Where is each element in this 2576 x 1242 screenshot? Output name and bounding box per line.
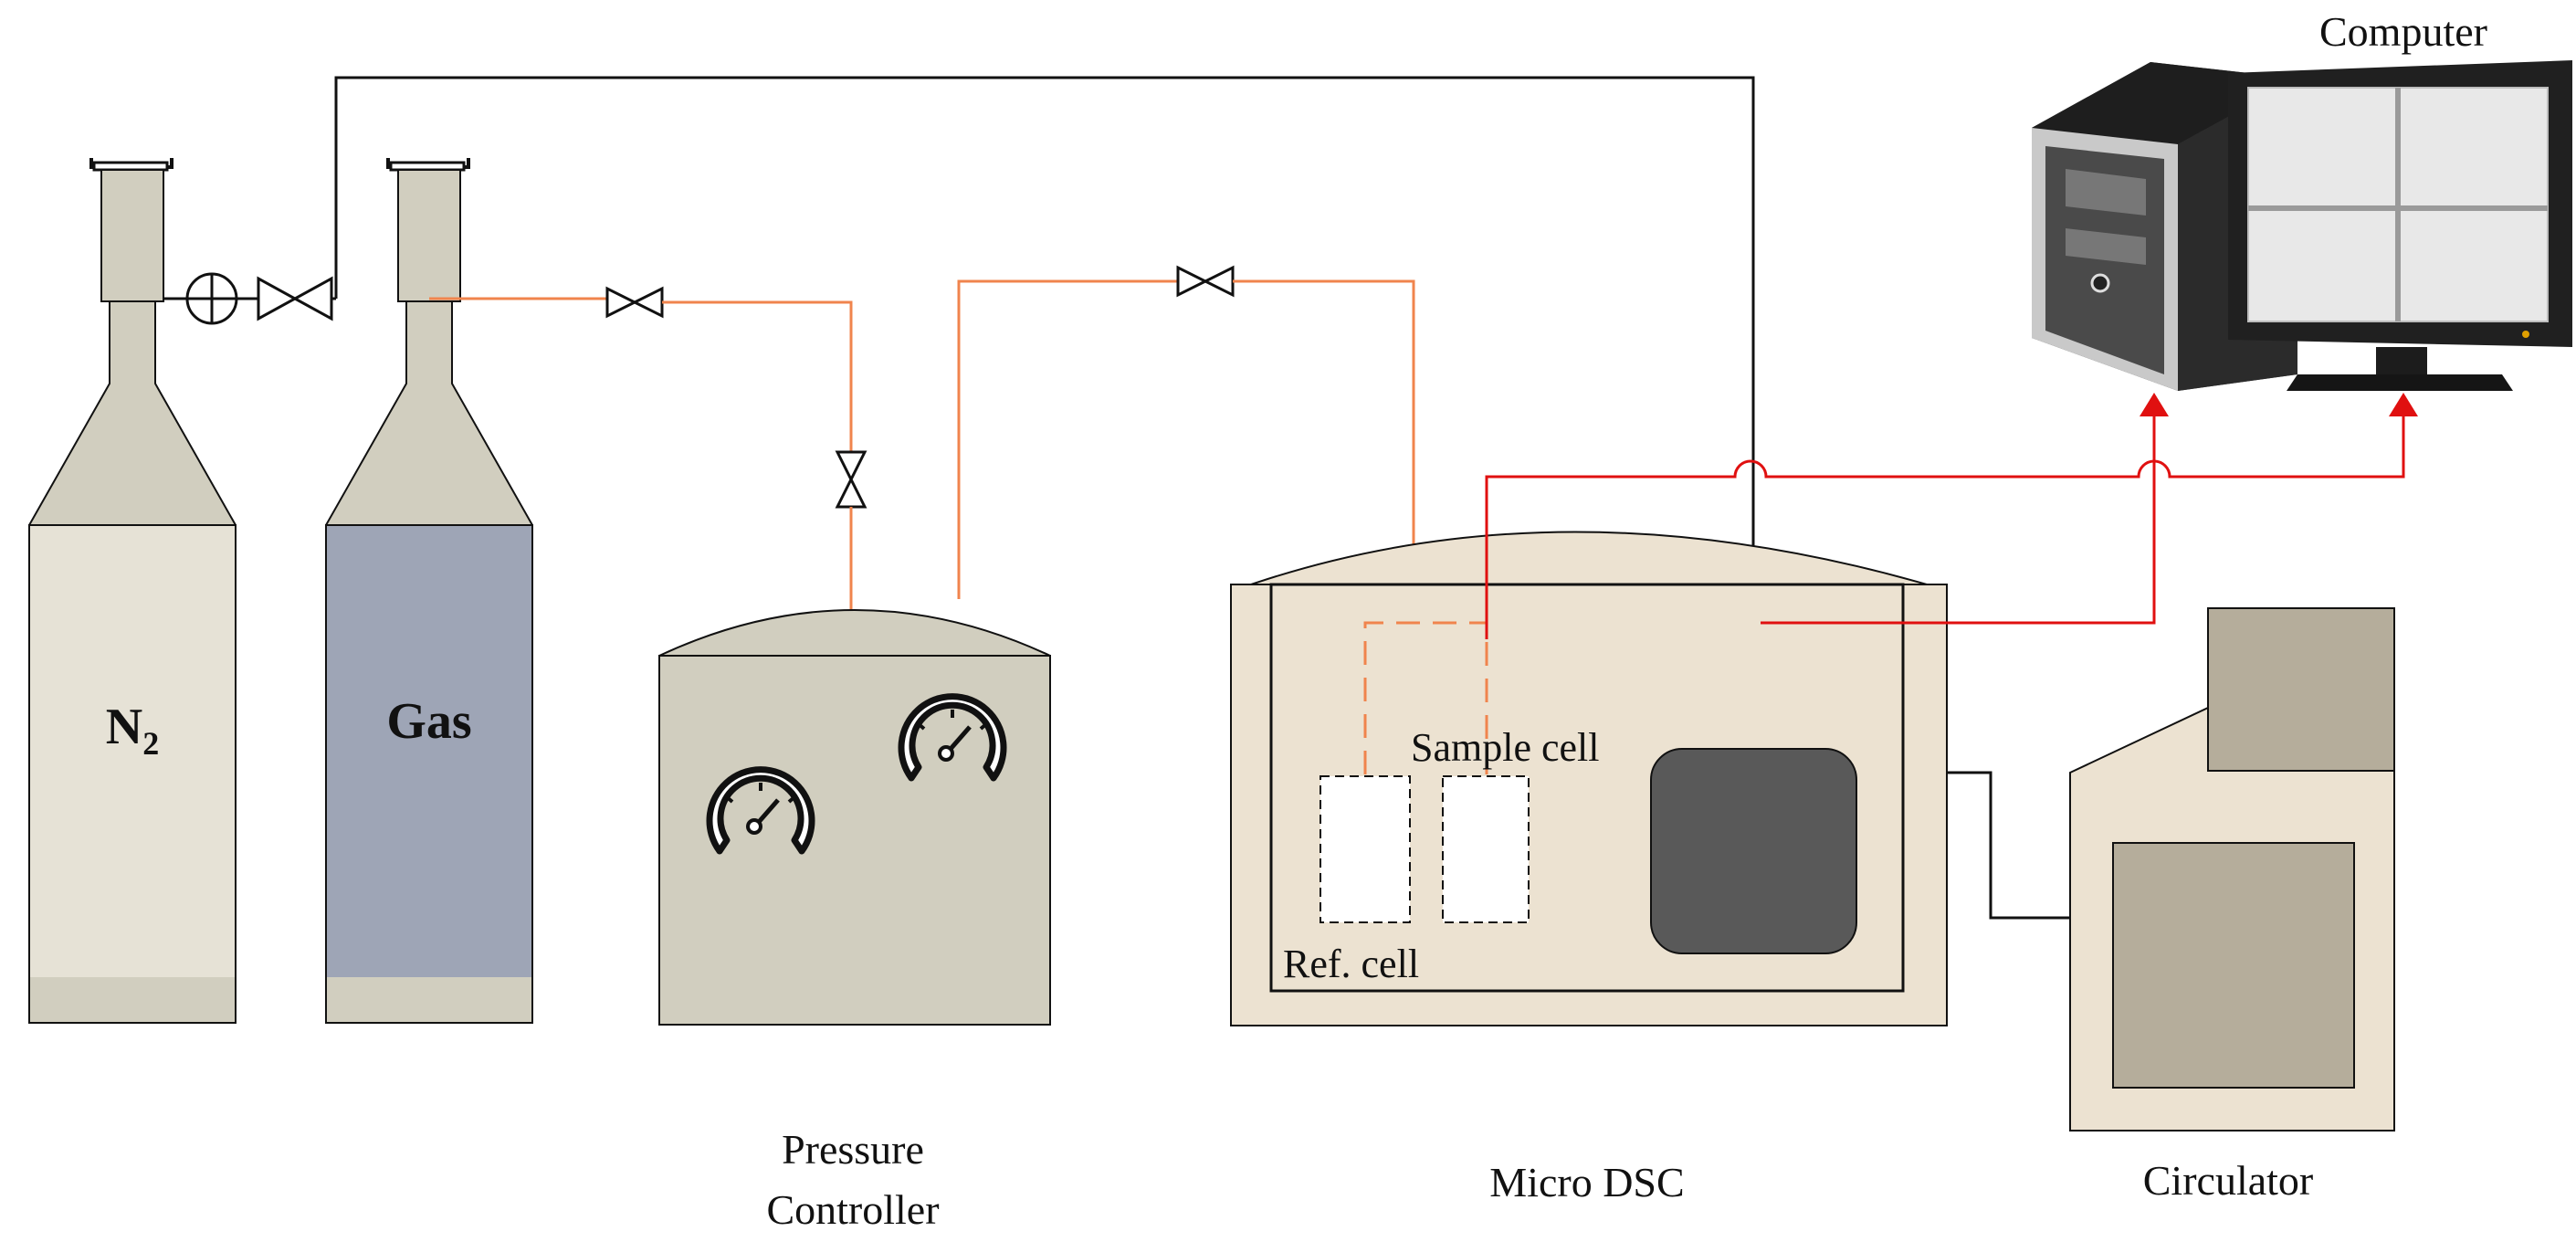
pressure-controller-label-line2: Controller [766, 1186, 939, 1233]
circulator: Circulator [1947, 607, 2395, 1204]
micro-dsc: Sample cell Ref. cell Micro DSC [1230, 531, 1948, 1205]
valve-icon [605, 286, 664, 319]
ref-cell [1320, 775, 1411, 923]
n2-label: N2 [106, 699, 159, 762]
sample-cell-label: Sample cell [1411, 725, 1600, 770]
valve-icon [835, 450, 867, 509]
pressure-controller-label-line1: Pressure [782, 1126, 924, 1173]
circulator-label: Circulator [2143, 1157, 2314, 1204]
valve-icon [1176, 265, 1235, 298]
gas-feed-line [429, 265, 1415, 621]
monitor-icon [2228, 60, 2572, 391]
gas-cylinder: Gas [325, 158, 533, 1024]
pressure-gauge-icon [706, 766, 815, 855]
ref-cell-label: Ref. cell [1283, 942, 1419, 986]
n2-feed-line [163, 76, 1755, 749]
pressure-controller: Pressure Controller [658, 609, 1051, 1233]
thermal-block [1650, 748, 1857, 954]
signal-lines [1485, 393, 2418, 639]
check-valve-icon [185, 272, 238, 325]
gas-label: Gas [386, 693, 471, 750]
valve-icon [257, 276, 333, 321]
n2-cylinder: N2 [28, 158, 237, 1024]
sample-cell [1442, 775, 1530, 923]
micro-dsc-label: Micro DSC [1489, 1159, 1684, 1205]
pressure-gauge-icon [898, 693, 1007, 782]
computer-label: Computer [2319, 8, 2487, 55]
computer: Computer [2032, 8, 2572, 391]
